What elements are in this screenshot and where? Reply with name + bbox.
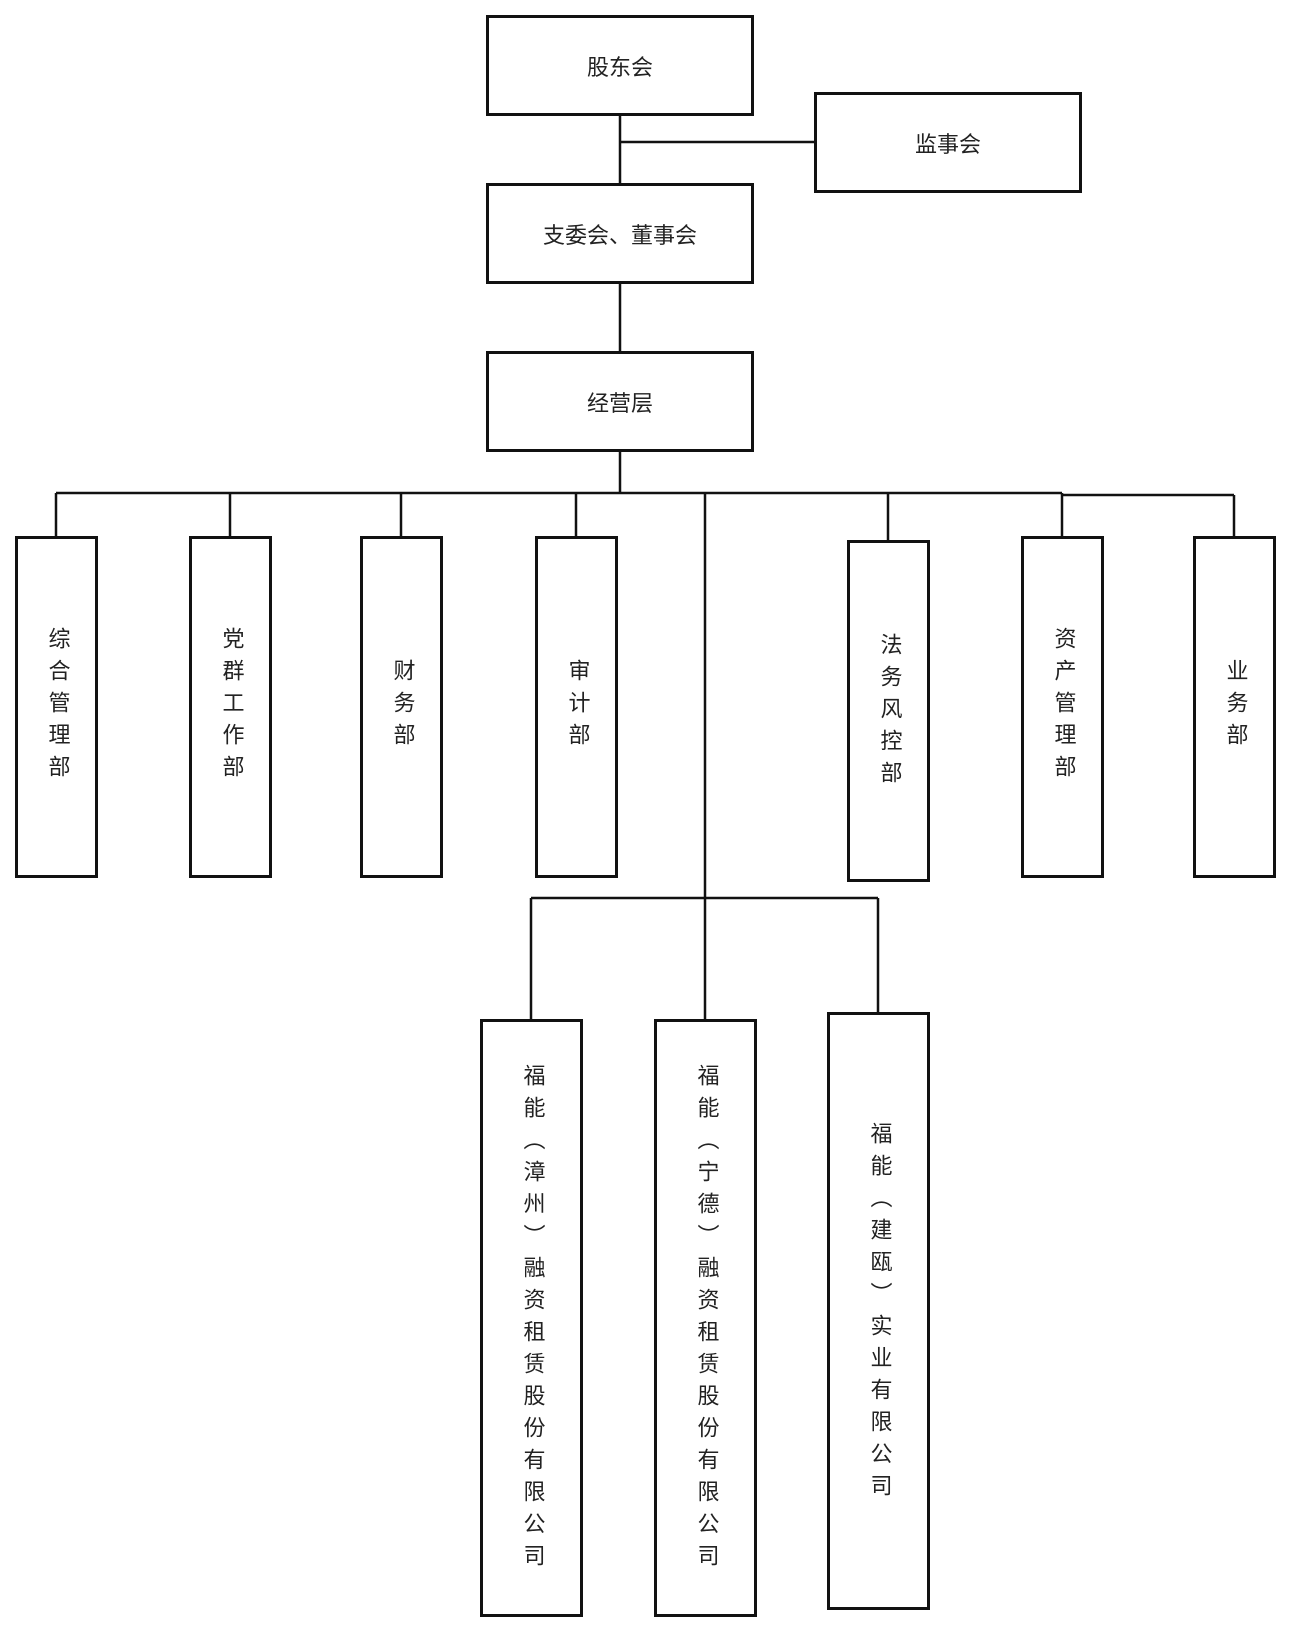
management-label: 经营层 bbox=[586, 391, 653, 417]
shareholders-box: 股东会 bbox=[486, 15, 754, 116]
department-label: 资产管理部 bbox=[1050, 627, 1076, 787]
department-box: 审计部 bbox=[535, 536, 618, 878]
supervisors-box: 监事会 bbox=[814, 92, 1082, 193]
department-box: 资产管理部 bbox=[1021, 536, 1104, 878]
shareholders-label: 股东会 bbox=[586, 55, 653, 81]
department-box: 党群工作部 bbox=[189, 536, 272, 878]
department-label: 党群工作部 bbox=[218, 627, 244, 787]
department-box: 业务部 bbox=[1193, 536, 1276, 878]
board-box: 支委会、董事会 bbox=[486, 183, 754, 284]
department-label: 法务风控部 bbox=[876, 633, 902, 793]
subsidiary-label: 福能（建瓯）实业有限公司 bbox=[866, 1122, 892, 1506]
supervisors-label: 监事会 bbox=[914, 132, 981, 158]
subsidiary-label: 福能（漳州）融资租赁股份有限公司 bbox=[519, 1064, 545, 1576]
management-box: 经营层 bbox=[486, 351, 754, 452]
department-box: 综合管理部 bbox=[15, 536, 98, 878]
department-box: 法务风控部 bbox=[847, 540, 930, 882]
subsidiary-box: 福能（漳州）融资租赁股份有限公司 bbox=[480, 1019, 583, 1617]
board-label: 支委会、董事会 bbox=[542, 223, 697, 249]
subsidiary-box: 福能（宁德）融资租赁股份有限公司 bbox=[654, 1019, 757, 1617]
department-label: 业务部 bbox=[1222, 659, 1248, 755]
subsidiary-box: 福能（建瓯）实业有限公司 bbox=[827, 1012, 930, 1610]
department-label: 综合管理部 bbox=[44, 627, 70, 787]
department-label: 财务部 bbox=[389, 659, 415, 755]
department-label: 审计部 bbox=[564, 659, 590, 755]
subsidiary-label: 福能（宁德）融资租赁股份有限公司 bbox=[693, 1064, 719, 1576]
department-box: 财务部 bbox=[360, 536, 443, 878]
